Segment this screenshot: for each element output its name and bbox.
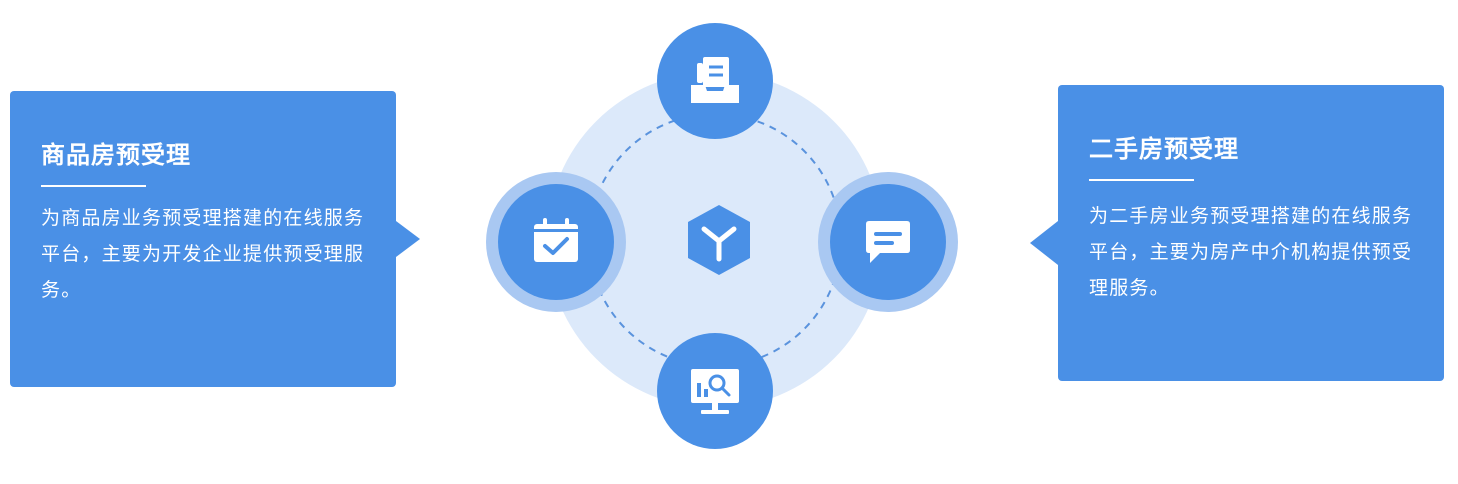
calendar-check-icon (534, 218, 578, 262)
second-hand-housing-title: 二手房预受理 (1089, 136, 1239, 163)
second-hand-housing-card: 二手房预受理 为二手房业务预受理搭建的在线服务平台，主要为房产中介机构提供预受理… (1030, 85, 1444, 381)
title-divider (41, 185, 146, 187)
commercial-housing-description: 为商品房业务预受理搭建的在线服务平台，主要为开发企业提供预受理服务。 (41, 208, 365, 301)
second-hand-housing-description: 为二手房业务预受理搭建的在线服务平台，主要为房产中介机构提供预受理服务。 (1089, 206, 1413, 299)
monitor-analytics-icon (691, 369, 739, 414)
cube-icon (688, 205, 750, 275)
left-node (498, 184, 614, 300)
right-node (830, 184, 946, 300)
bottom-node (657, 333, 773, 449)
chat-bubble-icon (866, 221, 910, 263)
documents-tray-icon (691, 57, 739, 103)
top-node (657, 23, 773, 139)
commercial-housing-title: 商品房预受理 (41, 142, 191, 169)
commercial-housing-card: 商品房预受理 为商品房业务预受理搭建的在线服务平台，主要为开发企业提供预受理服务… (10, 91, 420, 387)
title-divider (1089, 179, 1194, 181)
